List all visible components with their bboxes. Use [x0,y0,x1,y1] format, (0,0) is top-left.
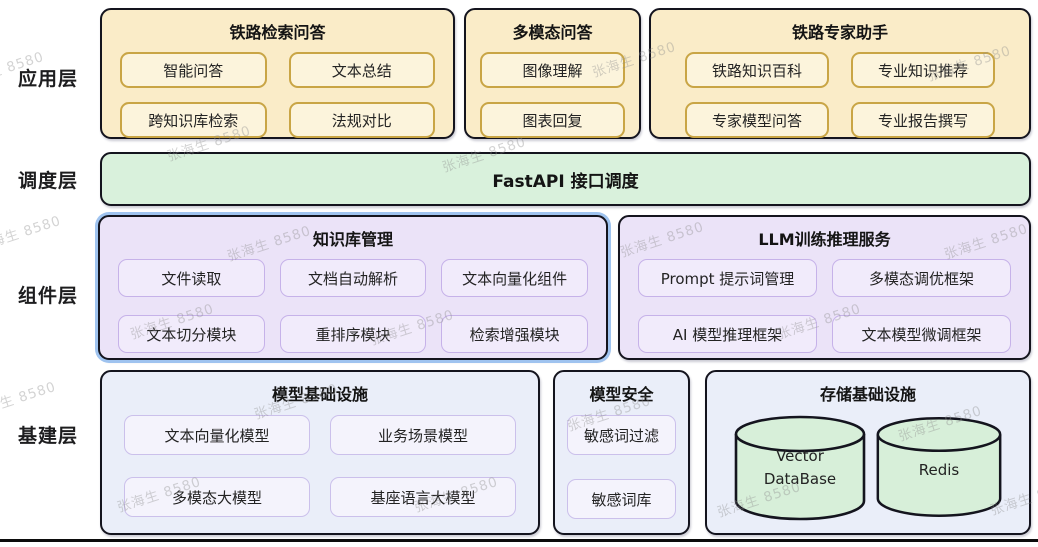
security-item[interactable]: 敏感词库 [567,479,676,519]
app-item[interactable]: 铁路知识百科 [685,52,829,88]
group-title: 模型基础设施 [271,385,368,404]
app-item[interactable]: 图像理解 [480,52,625,88]
database-cylinder-icon [734,415,866,521]
component-item[interactable]: 多模态调优框架 [832,259,1011,297]
infra-item[interactable]: 文本向量化模型 [124,415,310,455]
cylinder-row: Vector DataBase Redis [707,405,1029,523]
component-item[interactable]: 检索增强模块 [441,315,588,353]
group-title: 存储基础设施 [819,385,916,404]
app-item[interactable]: 跨知识库检索 [120,102,267,138]
infra-item[interactable]: 业务场景模型 [330,415,516,455]
vector-database-cylinder[interactable]: Vector DataBase [732,413,868,523]
item-grid: 文件读取 文档自动解析 文本向量化组件 文本切分模块 重排序模块 检索增强模块 [100,259,606,353]
component-item[interactable]: 文本模型微调框架 [832,315,1011,353]
app-item[interactable]: 文本总结 [288,52,435,88]
item-grid: 敏感词过滤 敏感词库 [555,415,688,519]
item-grid: 智能问答 文本总结 跨知识库检索 法规对比 [102,52,453,138]
component-item[interactable]: Prompt 提示词管理 [638,259,817,297]
app-item[interactable]: 法规对比 [288,102,435,138]
fastapi-dispatch-label: FastAPI 接口调度 [492,171,639,192]
component-item[interactable]: AI 模型推理框架 [638,315,817,353]
group-model-infrastructure[interactable]: 模型基础设施 文本向量化模型 业务场景模型 多模态大模型 基座语言大模型 [100,370,540,535]
group-railway-expert-assistant[interactable]: 铁路专家助手 铁路知识百科 专业知识推荐 专家模型问答 专业报告撰写 [649,8,1031,139]
component-item[interactable]: 重排序模块 [279,315,427,353]
group-llm-training-inference[interactable]: LLM训练推理服务 Prompt 提示词管理 多模态调优框架 AI 模型推理框架… [618,215,1031,360]
infra-item[interactable]: 基座语言大模型 [330,477,516,517]
app-item[interactable]: 智能问答 [120,52,267,88]
app-item[interactable]: 专业知识推荐 [851,52,995,88]
item-grid: 图像理解 图表回复 [466,52,639,138]
item-grid: 铁路知识百科 专业知识推荐 专家模型问答 专业报告撰写 [651,52,1029,138]
group-title: 铁路专家助手 [791,23,888,42]
layer-label-application: 应用层 [17,68,78,90]
group-title: 模型安全 [589,385,654,404]
database-cylinder-icon [876,417,1002,517]
watermark-text: 张海生 8580 [0,378,59,421]
component-item[interactable]: 文本向量化组件 [441,259,588,297]
security-item[interactable]: 敏感词过滤 [567,415,676,455]
cylinder-label: Redis [918,461,960,479]
group-multimodal-qa[interactable]: 多模态问答 图像理解 图表回复 [464,8,641,139]
group-storage-infrastructure[interactable]: 存储基础设施 Vector DataBase Redis [705,370,1031,535]
redis-cylinder[interactable]: Redis [874,413,1004,521]
group-title: LLM训练推理服务 [758,230,891,249]
watermark-text: 张海生 8580 [0,212,64,255]
component-item[interactable]: 文件读取 [118,259,265,297]
group-railway-retrieval-qa[interactable]: 铁路检索问答 智能问答 文本总结 跨知识库检索 法规对比 [100,8,455,139]
group-title: 知识库管理 [312,230,393,249]
component-item[interactable]: 文档自动解析 [279,259,427,297]
group-knowledge-base-mgmt[interactable]: 知识库管理 文件读取 文档自动解析 文本向量化组件 文本切分模块 重排序模块 检… [98,215,608,360]
bottom-border-line [0,539,1038,542]
app-item[interactable]: 图表回复 [480,102,625,138]
layer-label-dispatch: 调度层 [17,170,78,192]
layer-label-infrastructure: 基建层 [17,425,78,447]
cylinder-label: Vector DataBase [763,447,837,489]
app-item[interactable]: 专家模型问答 [685,102,829,138]
group-fastapi-dispatch[interactable]: FastAPI 接口调度 [100,152,1031,206]
group-title: 铁路检索问答 [229,23,326,42]
infra-item[interactable]: 多模态大模型 [124,477,310,517]
item-grid: 文本向量化模型 业务场景模型 多模态大模型 基座语言大模型 [102,415,538,517]
item-grid: Prompt 提示词管理 多模态调优框架 AI 模型推理框架 文本模型微调框架 [620,259,1029,353]
group-title: 多模态问答 [512,23,593,42]
layer-label-component: 组件层 [17,285,78,307]
group-model-security[interactable]: 模型安全 敏感词过滤 敏感词库 [553,370,690,535]
component-item[interactable]: 文本切分模块 [118,315,265,353]
app-item[interactable]: 专业报告撰写 [851,102,995,138]
